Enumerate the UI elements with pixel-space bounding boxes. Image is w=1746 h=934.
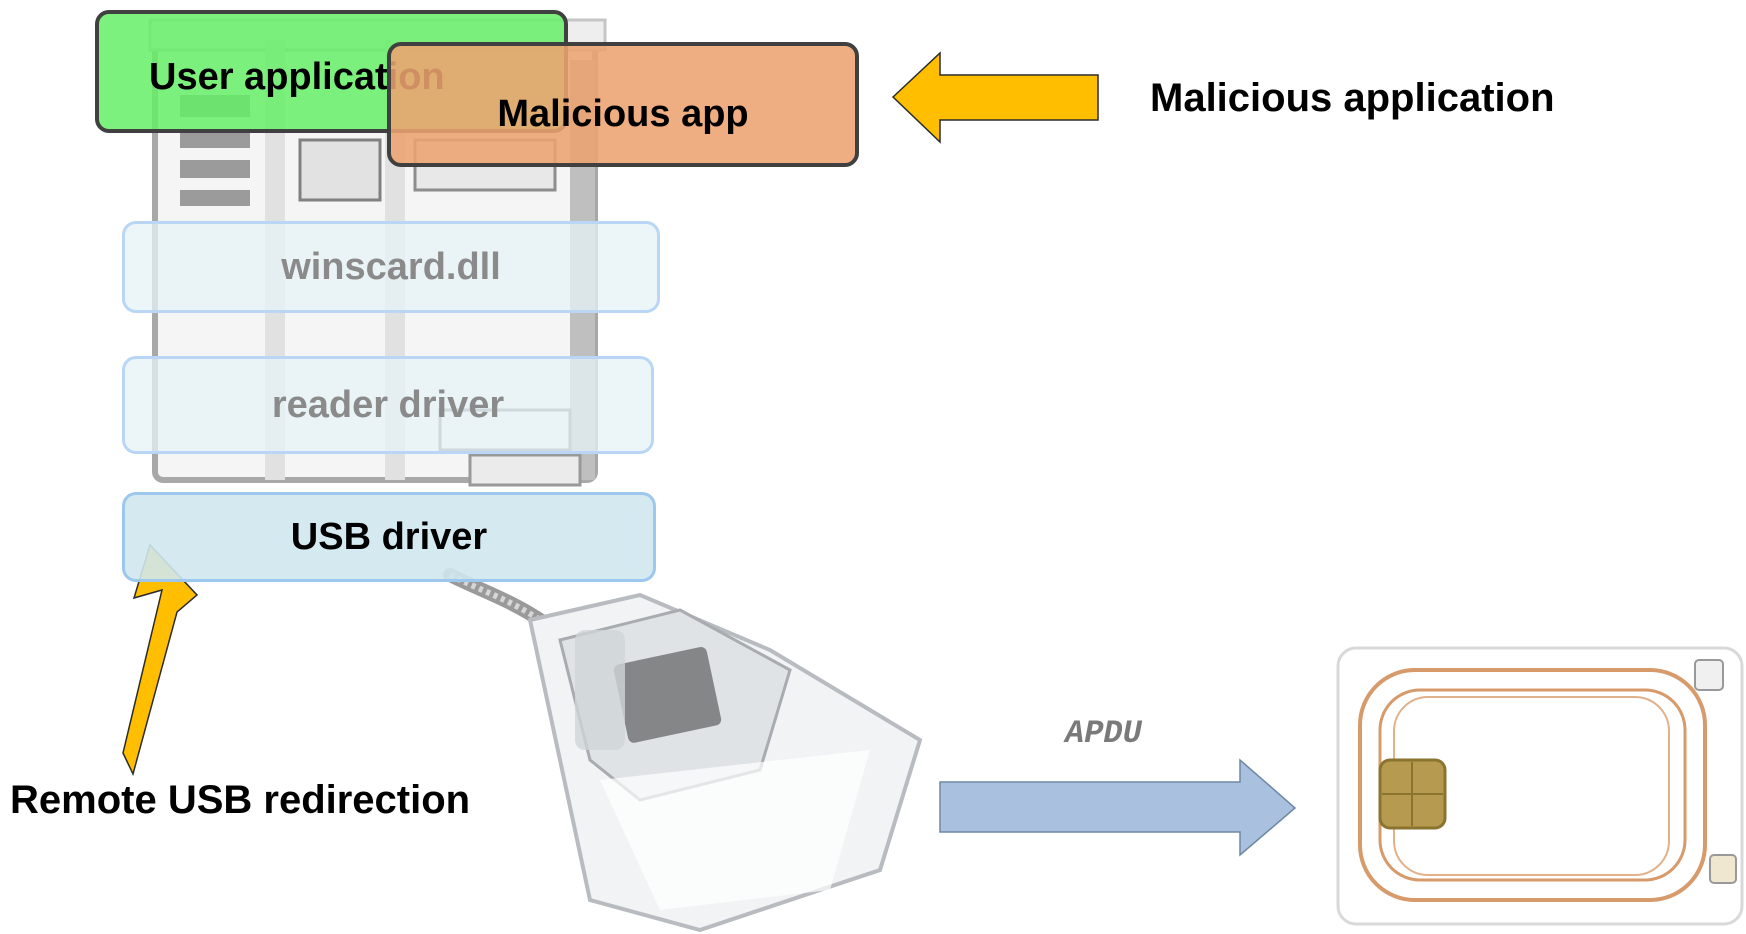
smart-card-illustration: [1336, 646, 1744, 926]
card-reader-illustration: [527, 592, 923, 933]
usb-driver-label: USB driver: [290, 515, 488, 558]
usb-driver-layer: USB driver: [122, 492, 656, 582]
reader-driver-label: reader driver: [271, 383, 505, 426]
winscard-layer: winscard.dll: [122, 221, 660, 313]
remote-usb-redirection-label: Remote USB redirection: [10, 778, 471, 822]
malicious-arrow: [891, 51, 1099, 144]
malicious-app-layer: Malicious app: [387, 42, 859, 167]
malicious-app-label: Malicious app: [497, 93, 749, 135]
apdu-arrow: [939, 758, 1297, 857]
reader-driver-layer: reader driver: [122, 356, 654, 454]
malicious-application-label: Malicious application: [1150, 76, 1555, 120]
winscard-label: winscard.dll: [281, 245, 501, 288]
apdu-label: APDU: [1065, 715, 1142, 752]
